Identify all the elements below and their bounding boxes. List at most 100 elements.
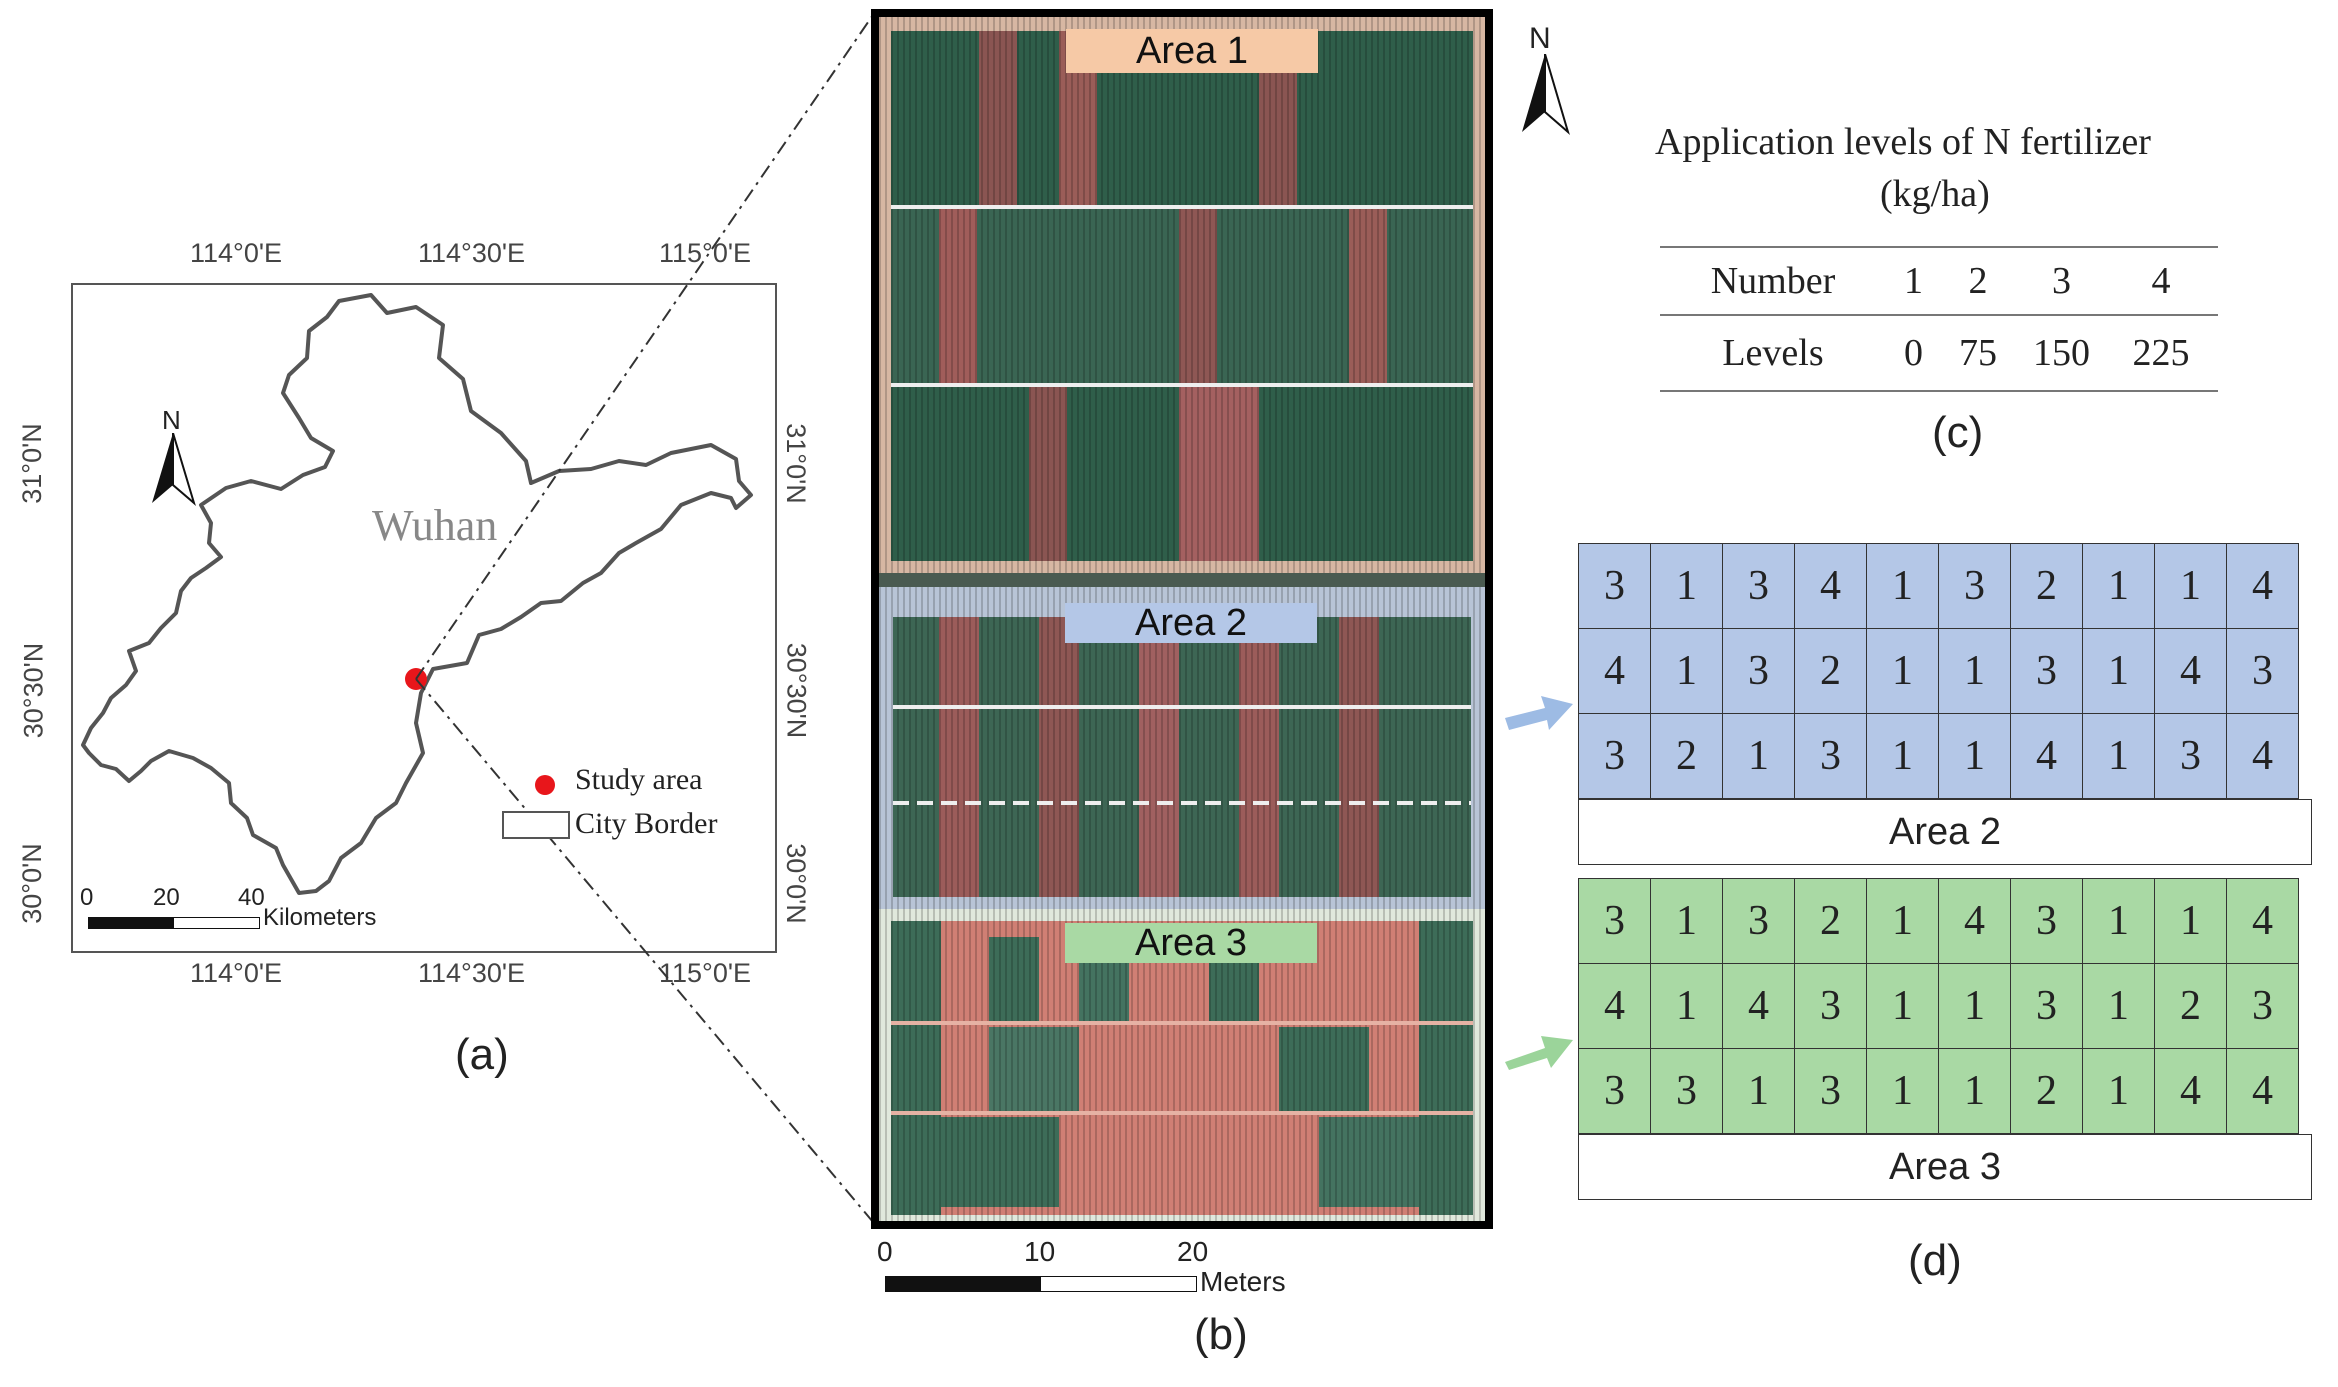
caption-b: (b) xyxy=(1194,1310,1248,1359)
north-label-a: N xyxy=(162,405,181,435)
grid-cell: 1 xyxy=(1722,1048,1795,1134)
arrow-area3-icon xyxy=(1505,1036,1573,1070)
grid-cell: 2 xyxy=(2010,1048,2083,1134)
grid-cell: 4 xyxy=(1578,628,1651,714)
grid-cell: 1 xyxy=(1866,963,1939,1049)
grid-cell: 1 xyxy=(1650,963,1723,1049)
scale-b-tick-20: 20 xyxy=(1177,1236,1209,1267)
grid-cell: 3 xyxy=(1578,713,1651,799)
grid-cell: 1 xyxy=(1650,628,1723,714)
grid-cell: 1 xyxy=(1866,1048,1939,1134)
coord-bottom-1: 114°0'E xyxy=(190,958,283,988)
scale-bar-a xyxy=(88,917,260,929)
grid-cell: 1 xyxy=(1938,963,2011,1049)
table-cell: 225 xyxy=(2132,332,2190,374)
grid-cell: 3 xyxy=(1938,543,2011,629)
city-label: Wuhan xyxy=(372,501,498,550)
grid-cell: 1 xyxy=(2082,543,2155,629)
row-label: Number xyxy=(1710,260,1836,302)
coord-bottom-2: 114°30'E xyxy=(418,958,526,988)
coord-top-2: 114°30'E xyxy=(418,238,526,268)
table-cell: 3 xyxy=(2052,260,2071,302)
table-cell: 4 xyxy=(2151,260,2171,302)
north-label-b: N xyxy=(1529,22,1551,55)
grid-cell: 1 xyxy=(2154,878,2227,964)
scale-b-tick-10: 10 xyxy=(1024,1236,1056,1267)
grid-cell: 2 xyxy=(1650,713,1723,799)
scale-b-tick-0: 0 xyxy=(877,1236,893,1267)
grid-cell: 1 xyxy=(1866,878,1939,964)
grid-cell: 1 xyxy=(2154,543,2227,629)
row-label: Levels xyxy=(1722,332,1824,374)
grid-cell: 2 xyxy=(1794,628,1867,714)
grid-cell: 3 xyxy=(1722,628,1795,714)
grid-cell: 1 xyxy=(1866,713,1939,799)
table-cell: 2 xyxy=(1968,260,1988,302)
table-cell: 150 xyxy=(2033,332,2090,374)
scale-bar-a-labels: 0 20 40 Kilometers xyxy=(78,884,376,931)
grid-cell: 1 xyxy=(1938,713,2011,799)
area1-plots xyxy=(879,17,1485,573)
grid-cell: 3 xyxy=(2154,713,2227,799)
grid-cell: 1 xyxy=(1866,628,1939,714)
scale-b-unit: Meters xyxy=(1200,1266,1286,1297)
grid-caption-area3: Area 3 xyxy=(1578,1134,2312,1200)
grid-cell: 4 xyxy=(2154,1048,2227,1134)
table-unit: (kg/ha) xyxy=(1880,173,1990,215)
table-rule-bottom xyxy=(1660,390,2218,392)
caption-c: (c) xyxy=(1932,408,1984,457)
caption-d: (d) xyxy=(1908,1236,1962,1285)
table-cell: 75 xyxy=(1959,332,1997,374)
coord-top-3: 115°0'E xyxy=(659,238,752,268)
caption-a: (a) xyxy=(455,1030,509,1079)
legend-study-swatch xyxy=(535,775,555,795)
legend-border-label: City Border xyxy=(575,807,718,840)
grid-cell: 3 xyxy=(1794,713,1867,799)
grid-cell: 1 xyxy=(1938,628,2011,714)
grid-cell: 3 xyxy=(2226,963,2299,1049)
grid-cell: 3 xyxy=(2010,963,2083,1049)
grid-cell: 3 xyxy=(1578,878,1651,964)
grid-cell: 1 xyxy=(1866,543,1939,629)
grid-cell: 1 xyxy=(1650,878,1723,964)
scale-a-tick-40: 40 xyxy=(238,884,265,911)
grid-cell: 1 xyxy=(1938,1048,2011,1134)
table-rule-mid xyxy=(1660,314,2218,316)
grid-cell: 4 xyxy=(1722,963,1795,1049)
table-cell: 0 xyxy=(1904,332,1923,374)
fertilizer-levels-table: Number 1 2 3 4 Levels 0 75 150 225 xyxy=(1660,245,2214,389)
scale-a-unit: Kilometers xyxy=(263,904,377,931)
grid-cell: 1 xyxy=(1722,713,1795,799)
grid-cell: 3 xyxy=(1578,1048,1651,1134)
grid-cell: 4 xyxy=(2226,878,2299,964)
grid-cell: 4 xyxy=(1794,543,1867,629)
grid-cell: 1 xyxy=(2082,713,2155,799)
area-3-label: Area 3 xyxy=(1065,923,1317,963)
table-row: Levels 0 75 150 225 xyxy=(1660,317,2214,389)
map-frame xyxy=(71,283,777,953)
grid-cell: 1 xyxy=(2082,878,2155,964)
grid-cell: 3 xyxy=(2010,628,2083,714)
area-1-label: Area 1 xyxy=(1066,29,1318,73)
grid-cell: 4 xyxy=(2010,713,2083,799)
grid-cell: 1 xyxy=(2082,963,2155,1049)
grid-cell: 1 xyxy=(1650,543,1723,629)
table-rule-top xyxy=(1660,246,2218,248)
coord-top-1: 114°0'E xyxy=(190,238,283,268)
grid-cell: 4 xyxy=(2226,1048,2299,1134)
area-2-label: Area 2 xyxy=(1065,603,1317,643)
grid-cell: 1 xyxy=(2082,1048,2155,1134)
grid-cell: 2 xyxy=(2154,963,2227,1049)
grid-cell: 3 xyxy=(1794,963,1867,1049)
grid-caption-area2: Area 2 xyxy=(1578,799,2312,865)
grid-cell: 4 xyxy=(1938,878,2011,964)
table-cell: 1 xyxy=(1904,260,1923,302)
